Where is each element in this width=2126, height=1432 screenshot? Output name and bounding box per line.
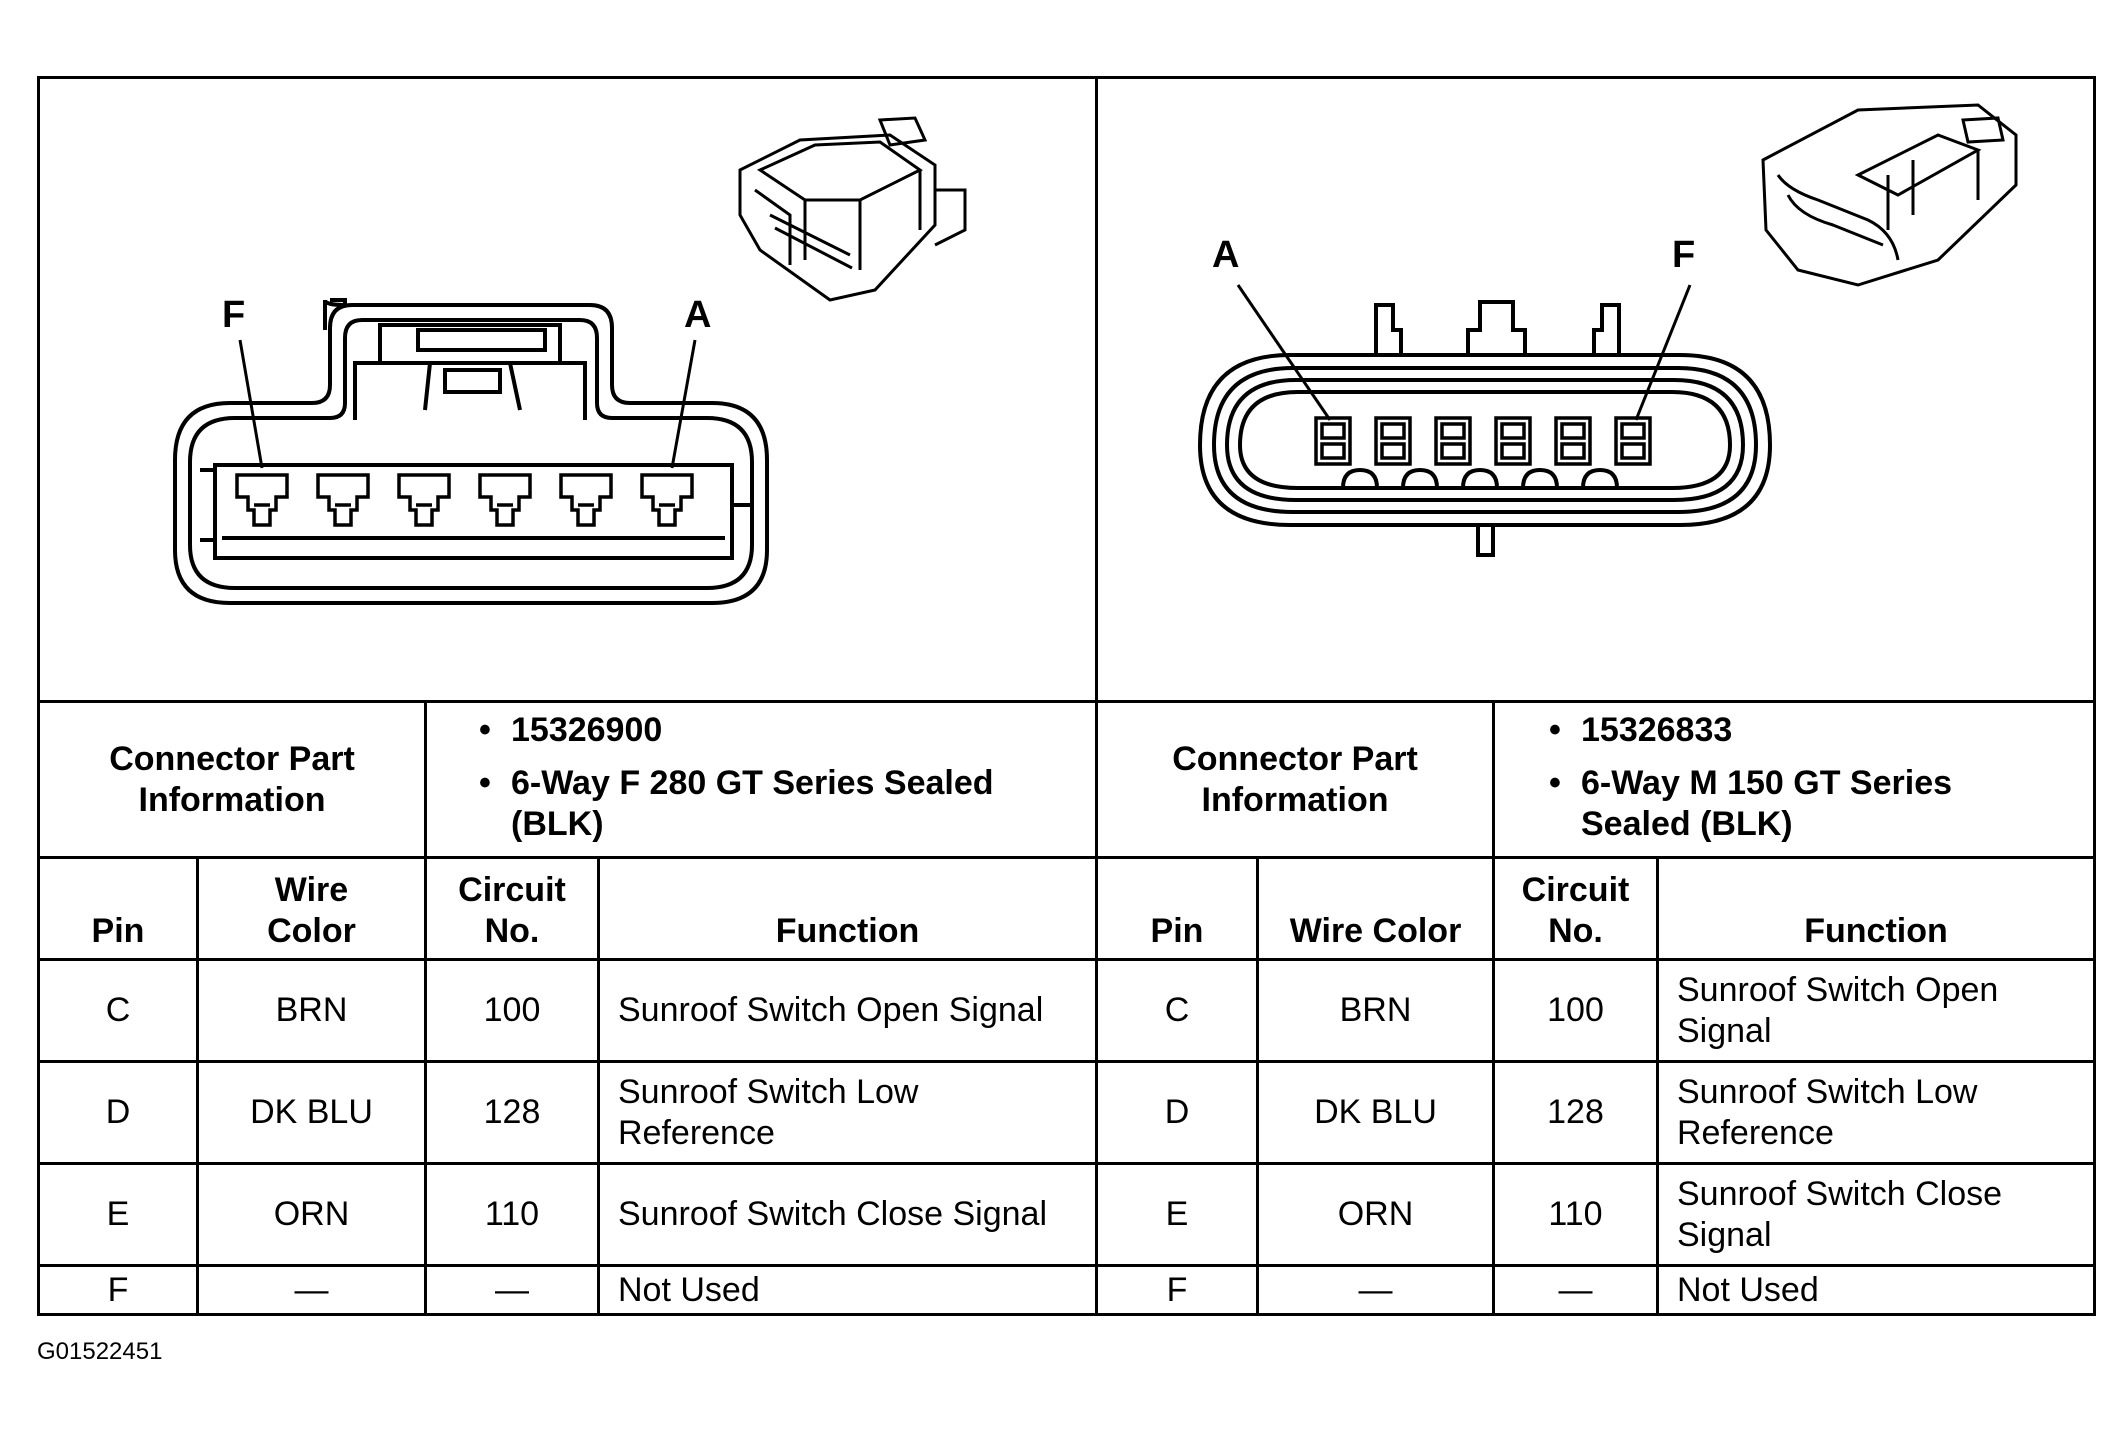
wire-color-cell: BRN bbox=[1339, 991, 1412, 1029]
connector-info-label-left: Connector Part Information bbox=[109, 739, 355, 819]
connector-m-thumbnail bbox=[1761, 103, 2018, 287]
pin-label-left-f: F bbox=[222, 294, 246, 336]
pin-cell: E bbox=[106, 1195, 130, 1233]
center-divider bbox=[1095, 76, 1098, 1316]
header-wire-color-right: Wire Color bbox=[1289, 912, 1462, 950]
leader-line-f-right bbox=[1634, 284, 1692, 421]
header-pin-left: Pin bbox=[91, 912, 145, 950]
terminal-c-pin bbox=[1434, 416, 1472, 466]
pin-cell: D bbox=[1164, 1093, 1190, 1131]
col-divider bbox=[1492, 700, 1495, 1316]
circuit-cell: 110 bbox=[484, 1195, 540, 1233]
circuit-cell: 100 bbox=[1547, 991, 1604, 1029]
pin-cell: D bbox=[105, 1093, 131, 1131]
pin-label-left-a: A bbox=[684, 294, 712, 336]
connector-f-drawing bbox=[173, 116, 967, 605]
diagram-frame bbox=[37, 76, 2096, 1316]
header-pin-right: Pin bbox=[1150, 912, 1204, 950]
wire-color-cell: BRN bbox=[275, 991, 348, 1029]
function-cell: Sunroof Switch Close Signal bbox=[618, 1195, 1048, 1233]
terminal-a-cavity bbox=[640, 473, 694, 527]
function-cell: Sunroof Switch Low Reference bbox=[1677, 1072, 1978, 1152]
row-divider bbox=[37, 1162, 2096, 1165]
part-description-right: 6-Way M 150 GT Series Sealed (BLK) bbox=[1545, 763, 2065, 845]
col-divider bbox=[1656, 856, 1659, 1316]
header-wire-color-left: Wire Color bbox=[267, 871, 356, 950]
terminal-e-cavity bbox=[316, 473, 370, 527]
terminal-f-cavity bbox=[235, 473, 289, 527]
part-description-left: 6-Way F 280 GT Series Sealed (BLK) bbox=[475, 763, 1035, 845]
wire-color-cell: DK BLU bbox=[1314, 1093, 1437, 1131]
wire-color-cell: — bbox=[294, 1270, 329, 1309]
part-info-list-right: 15326833 6-Way M 150 GT Series Sealed (B… bbox=[1545, 710, 2065, 845]
table-top-line bbox=[37, 700, 2096, 703]
header-circuit-right: Circuit No. bbox=[1521, 871, 1630, 950]
header-function-left: Function bbox=[775, 912, 920, 950]
col-divider bbox=[196, 856, 199, 1316]
pin-cell: C bbox=[1164, 991, 1190, 1029]
circuit-cell: 100 bbox=[483, 991, 541, 1029]
circuit-cell: — bbox=[1558, 1270, 1593, 1309]
leader-line-a-right bbox=[1236, 284, 1332, 421]
connector-info-label-right: Connector Part Information bbox=[1172, 739, 1418, 819]
info-bottom-line bbox=[37, 856, 2096, 859]
row-divider bbox=[37, 1060, 2096, 1063]
col-divider bbox=[597, 856, 600, 1316]
terminal-f-pin bbox=[1614, 416, 1652, 466]
terminal-c-cavity bbox=[478, 473, 532, 527]
wire-color-cell: ORN bbox=[1337, 1195, 1414, 1233]
wire-color-cell: ORN bbox=[273, 1195, 350, 1233]
function-cell: Not Used bbox=[1677, 1270, 1819, 1309]
leader-line-a bbox=[670, 339, 697, 469]
terminal-a-pin bbox=[1314, 416, 1352, 466]
pin-cell: C bbox=[105, 991, 131, 1029]
pin-cell: F bbox=[1166, 1270, 1188, 1309]
pin-label-right-a: A bbox=[1212, 234, 1240, 276]
terminal-e-pin bbox=[1554, 416, 1592, 466]
connector-m-drawing bbox=[1197, 103, 2018, 557]
header-bottom-line bbox=[37, 958, 2096, 961]
terminal-d-cavity bbox=[397, 473, 451, 527]
col-divider bbox=[1256, 856, 1259, 1316]
terminal-b-cavity bbox=[559, 473, 613, 527]
part-number-left: 15326900 bbox=[475, 710, 1035, 751]
part-number-right: 15326833 bbox=[1545, 710, 2065, 751]
circuit-cell: 128 bbox=[483, 1093, 541, 1131]
function-cell: Not Used bbox=[618, 1270, 760, 1309]
function-cell: Sunroof Switch Low Reference bbox=[618, 1072, 919, 1152]
pin-cell: E bbox=[1165, 1195, 1189, 1233]
row-divider bbox=[37, 1264, 2096, 1267]
col-divider bbox=[424, 700, 427, 1316]
terminal-d-pin bbox=[1494, 416, 1532, 466]
pin-cell: F bbox=[107, 1270, 129, 1309]
header-circuit-left: Circuit No. bbox=[458, 871, 566, 950]
connector-f-thumbnail bbox=[738, 116, 967, 302]
wire-color-cell: DK BLU bbox=[250, 1093, 373, 1131]
wire-color-cell: — bbox=[1358, 1270, 1393, 1309]
function-cell: Sunroof Switch Open Signal bbox=[1677, 970, 1999, 1050]
circuit-cell: 128 bbox=[1547, 1093, 1604, 1131]
leader-line-f bbox=[238, 339, 264, 469]
circuit-cell: 110 bbox=[1548, 1195, 1603, 1233]
pin-label-right-f: F bbox=[1672, 234, 1696, 276]
function-cell: Sunroof Switch Open Signal bbox=[618, 991, 1044, 1029]
figure-id: G01522451 bbox=[37, 1338, 163, 1365]
part-info-list-left: 15326900 6-Way F 280 GT Series Sealed (B… bbox=[475, 710, 1035, 845]
header-function-right: Function bbox=[1804, 912, 1948, 950]
circuit-cell: — bbox=[495, 1270, 529, 1309]
terminal-b-pin bbox=[1374, 416, 1412, 466]
function-cell: Sunroof Switch Close Signal bbox=[1677, 1174, 2003, 1254]
